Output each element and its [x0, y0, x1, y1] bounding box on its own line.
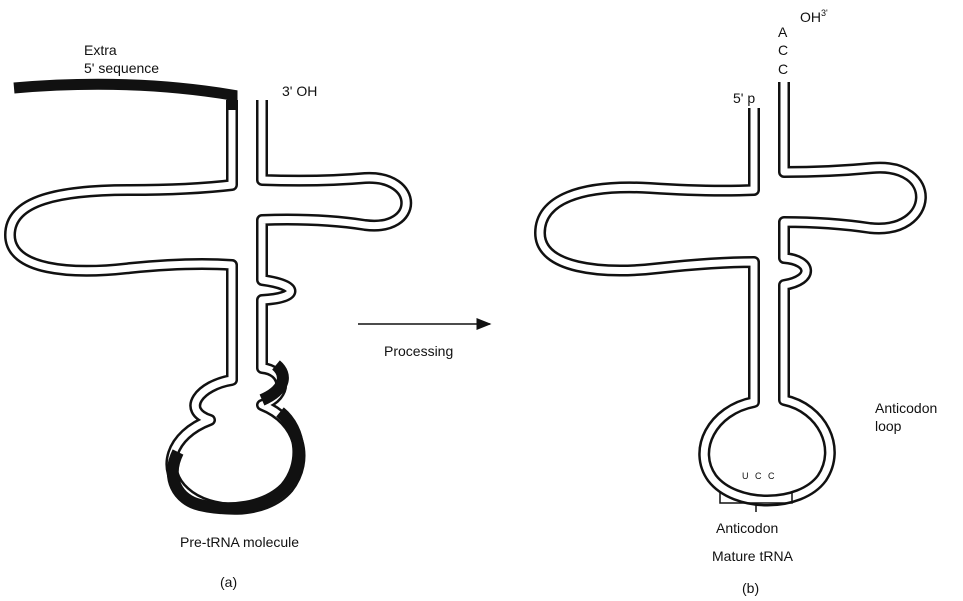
anticodon-loop-label-line2: loop [875, 418, 901, 435]
three-prime-oh-label: 3' OH [282, 83, 317, 100]
mature-trna-label: Mature tRNA [712, 548, 793, 565]
cca-base-a: A [778, 24, 787, 41]
pre-trna-strand [10, 100, 406, 509]
cca-base-c1: C [778, 42, 788, 59]
processing-label: Processing [384, 343, 453, 360]
extra-5-prime-leader [14, 84, 232, 110]
panel-a-label: (a) [220, 574, 237, 591]
five-prime-p-label: 5' p [733, 90, 755, 107]
anticodon-label: Anticodon [716, 520, 778, 537]
oh-text: OH [800, 9, 821, 25]
oh-superscript: 3' [821, 8, 828, 18]
panel-b-label: (b) [742, 580, 759, 597]
anticodon-bases: U C C [742, 468, 777, 485]
oh-label: OH3' [800, 9, 828, 28]
extra-5-prime-label-line2: 5' sequence [84, 60, 159, 77]
extra-5-prime-label-line1: Extra [84, 42, 117, 59]
mature-trna-strand [540, 82, 921, 501]
pre-trna-molecule-label: Pre-tRNA molecule [180, 534, 299, 551]
cca-base-c2: C [778, 61, 788, 78]
anticodon-loop-label-line1: Anticodon [875, 400, 937, 417]
